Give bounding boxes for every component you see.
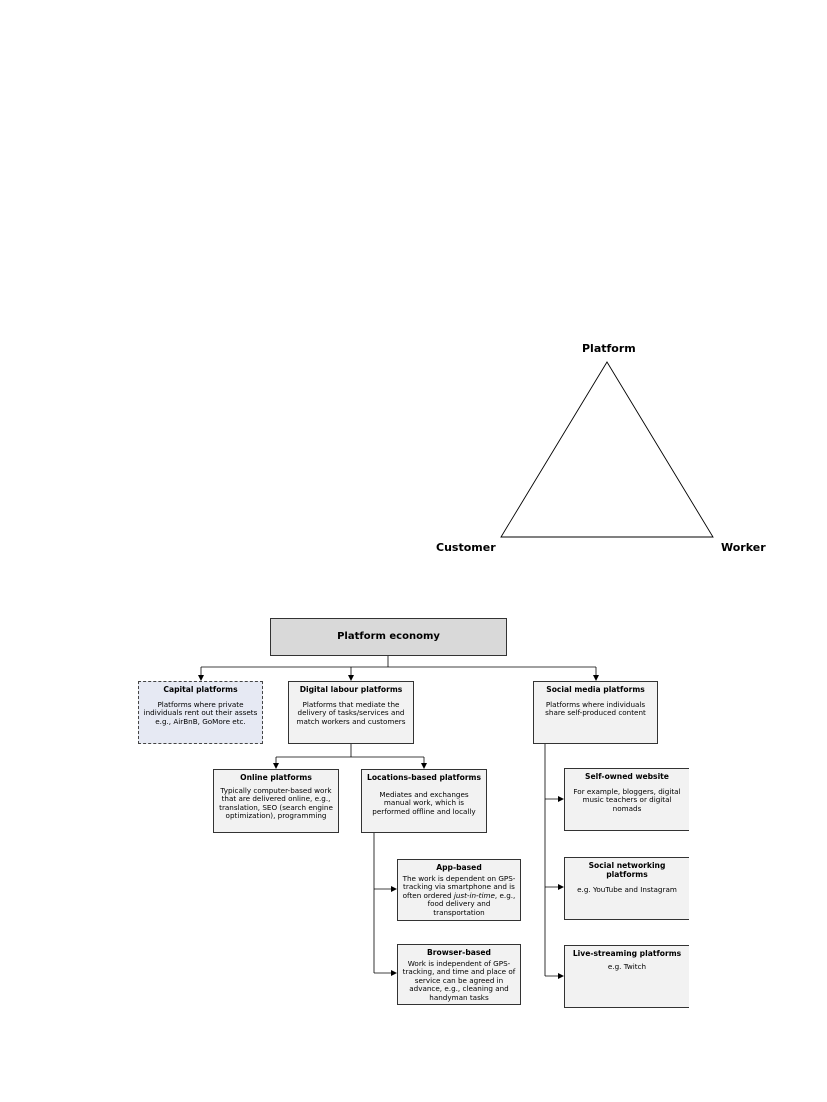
live-streaming-platforms-box: Live-streaming platforms e.g. Twitch xyxy=(564,945,689,1008)
social-media-platforms-box: Social media platforms Platforms where i… xyxy=(533,681,658,744)
social-networking-platforms-box: Social networking platforms e.g. YouTube… xyxy=(564,857,689,920)
app-based-desc-em: just-in-time xyxy=(453,890,495,900)
social-media-platforms-desc: Platforms where individuals share self-p… xyxy=(545,699,646,718)
browser-based-desc: Work is independent of GPS-tracking, and… xyxy=(402,958,516,1002)
capital-platforms-box: Capital platforms Platforms where privat… xyxy=(138,681,263,744)
app-based-desc: The work is dependent on GPS-tracking vi… xyxy=(402,873,516,917)
platform-economy-box: Platform economy xyxy=(270,618,507,656)
customer-label: Customer xyxy=(436,541,496,554)
self-owned-website-box: Self-owned website For example, bloggers… xyxy=(564,768,689,831)
online-platforms-box: Online platforms Typically computer-base… xyxy=(213,769,339,833)
platform-economy-title: Platform economy xyxy=(337,631,440,643)
digital-labour-platforms-box: Digital labour platforms Platforms that … xyxy=(288,681,414,744)
online-platforms-title: Online platforms xyxy=(240,773,312,782)
digital-labour-platforms-desc: Platforms that mediate the delivery of t… xyxy=(296,699,406,726)
location-based-platforms-box: Locations-based platforms Mediates and e… xyxy=(361,769,487,833)
social-media-platforms-title: Social media platforms xyxy=(546,685,645,694)
browser-based-box: Browser-based Work is independent of GPS… xyxy=(397,944,521,1005)
location-based-platforms-title: Locations-based platforms xyxy=(366,773,481,782)
self-owned-website-desc: For example, bloggers, digital music tea… xyxy=(573,786,681,813)
social-networking-platforms-desc: e.g. YouTube and Instagram xyxy=(577,884,677,894)
capital-platforms-desc: Platforms where private individuals rent… xyxy=(143,699,258,726)
online-platforms-desc: Typically computer-based work that are d… xyxy=(219,785,333,821)
social-networking-platforms-title: Social networking platforms xyxy=(588,861,666,879)
self-owned-website-title: Self-owned website xyxy=(585,772,669,781)
platform-label: Platform xyxy=(582,342,636,355)
live-streaming-platforms-title: Live-streaming platforms xyxy=(572,949,682,958)
platform-triangle xyxy=(500,361,714,538)
live-streaming-platforms-desc: e.g. Twitch xyxy=(607,961,647,971)
digital-labour-platforms-title: Digital labour platforms xyxy=(299,685,403,694)
browser-based-title: Browser-based xyxy=(427,948,491,957)
app-based-box: App-based The work is dependent on GPS-t… xyxy=(397,859,521,921)
worker-label: Worker xyxy=(721,541,766,554)
location-based-platforms-desc: Mediates and exchanges manual work, whic… xyxy=(372,789,476,816)
capital-platforms-title: Capital platforms xyxy=(163,685,238,694)
app-based-title: App-based xyxy=(436,863,482,872)
tree-connectors xyxy=(198,655,599,979)
app-based-desc-a: The work is dependent on GPS-tracking vi… xyxy=(402,873,516,900)
app-based-desc-b: , e.g., food delivery and transportation xyxy=(427,890,516,917)
